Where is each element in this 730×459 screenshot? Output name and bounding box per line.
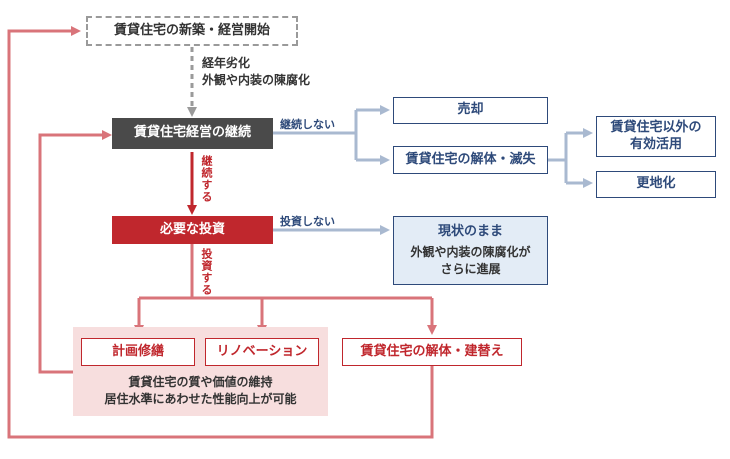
label-continue: 継続する: [200, 155, 213, 203]
loop-repair-to-continue: [38, 130, 112, 374]
status-quo-node: 現状のまま 外観や内装の陳腐化が さらに進展: [393, 216, 548, 285]
renovation-node: リノベーション: [205, 338, 319, 366]
label-not-invest: 投資しない: [280, 215, 335, 228]
benefit-note: 賃貸住宅の質や価値の維持 居住水準にあわせた性能向上が可能: [73, 374, 328, 409]
status-quo-title: 現状のまま: [437, 224, 503, 240]
sale-node: 売却: [393, 97, 548, 124]
aging-note-line-1: 経年劣化: [202, 56, 251, 70]
demolition-node: 賃貸住宅の解体・滅失: [393, 146, 548, 174]
loop-rebuild-to-start: [7, 26, 434, 439]
aging-note-line-2: 外観や内装の陳腐化: [202, 73, 311, 88]
aging-note: 経年劣化 外観や内装の陳腐化: [202, 55, 310, 90]
continue-management-node: 賃貸住宅経営の継続: [112, 118, 273, 149]
status-quo-note: 外観や内装の陳腐化が さらに進展: [410, 244, 530, 276]
vacant-land-node: 更地化: [596, 171, 716, 198]
other-use-line-1: 賃貸住宅以外の: [610, 120, 702, 136]
status-quo-note-line-2: さらに進展: [440, 261, 501, 276]
other-use-line-2: 有効活用: [629, 136, 682, 152]
arrow-not-continue-branch: [273, 110, 358, 160]
planned-repair-node: 計画修繕: [81, 338, 195, 366]
arrow-investment-branch: [139, 242, 432, 300]
benefit-note-line-2: 居住水準にあわせた性能向上が可能: [104, 392, 297, 407]
start-node: 賃貸住宅の新築・経営開始: [86, 16, 298, 46]
label-not-continue: 継続しない: [280, 118, 335, 131]
benefit-note-line-1: 賃貸住宅の質や価値の維持: [128, 375, 273, 389]
label-invest: 投資する: [200, 248, 213, 296]
investment-node: 必要な投資: [112, 216, 273, 244]
rebuild-node: 賃貸住宅の解体・建替え: [342, 338, 522, 366]
status-quo-note-line-1: 外観や内装の陳腐化が: [410, 245, 531, 260]
arrow-demolition-branch: [548, 133, 568, 183]
other-use-node: 賃貸住宅以外の 有効活用: [596, 116, 716, 157]
